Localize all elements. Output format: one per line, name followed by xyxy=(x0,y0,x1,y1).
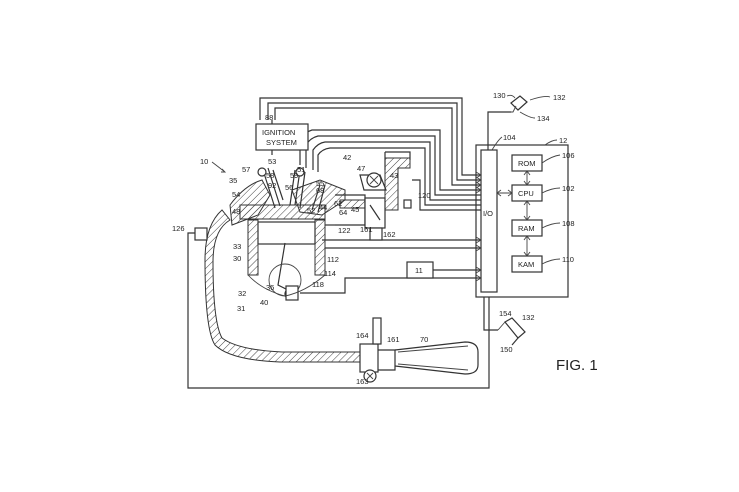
svg-text:118: 118 xyxy=(312,280,324,289)
cylinder xyxy=(247,219,326,301)
exhaust-system xyxy=(194,209,479,383)
svg-text:68: 68 xyxy=(316,186,324,195)
svg-text:122: 122 xyxy=(338,226,351,235)
svg-text:55: 55 xyxy=(316,179,324,188)
sensor-box-11 xyxy=(406,261,434,279)
svg-text:70: 70 xyxy=(420,335,428,344)
reference-numerals: 10 57 53 51 35 58 59 55 42 47 43 54 92 5… xyxy=(172,153,535,386)
svg-text:31: 31 xyxy=(237,304,245,313)
ref-88: 88 xyxy=(265,113,273,122)
svg-text:54: 54 xyxy=(232,190,240,199)
ref-102: 102 xyxy=(562,184,575,193)
svg-text:51: 51 xyxy=(297,165,305,174)
svg-text:45: 45 xyxy=(351,205,359,214)
ref-106: 106 xyxy=(562,151,575,160)
svg-text:43: 43 xyxy=(390,171,398,180)
svg-text:161: 161 xyxy=(360,225,373,234)
svg-text:35: 35 xyxy=(229,176,237,185)
svg-text:57: 57 xyxy=(242,165,250,174)
ignition-system: IGNITION SYSTEM 88 xyxy=(255,113,309,151)
signal-wires xyxy=(187,97,498,389)
piston-36 xyxy=(257,221,316,245)
svg-text:92: 92 xyxy=(268,181,276,190)
ram-label: RAM xyxy=(518,224,535,233)
rom-label: ROM xyxy=(518,159,536,168)
svg-text:163: 163 xyxy=(356,377,369,386)
svg-text:30: 30 xyxy=(233,254,241,263)
svg-text:154: 154 xyxy=(499,309,512,318)
svg-text:161: 161 xyxy=(387,335,400,344)
svg-text:48: 48 xyxy=(232,207,240,216)
kam-label: KAM xyxy=(518,260,534,269)
io-label: I/O xyxy=(483,209,493,218)
svg-text:44: 44 xyxy=(319,203,327,212)
controller-12: I/O ROM CPU RAM KAM 106 102 108 110 12 1… xyxy=(475,133,575,298)
svg-text:132: 132 xyxy=(553,93,566,102)
svg-text:10: 10 xyxy=(200,157,208,166)
svg-text:42: 42 xyxy=(343,153,351,162)
svg-text:52: 52 xyxy=(307,206,315,215)
svg-text:36: 36 xyxy=(266,283,274,292)
pedal-130: 132 130 134 xyxy=(487,91,566,150)
svg-text:162: 162 xyxy=(383,230,396,239)
sensor-box-label: 11 xyxy=(415,266,423,275)
svg-text:150: 150 xyxy=(500,345,513,354)
ignition-line2: SYSTEM xyxy=(266,138,297,147)
svg-text:56: 56 xyxy=(285,183,293,192)
svg-text:59: 59 xyxy=(290,171,298,180)
svg-text:134: 134 xyxy=(537,114,550,123)
svg-text:53: 53 xyxy=(268,157,276,166)
svg-text:112: 112 xyxy=(327,255,339,264)
svg-text:62: 62 xyxy=(334,199,342,208)
intake-system xyxy=(325,157,412,241)
svg-text:47: 47 xyxy=(357,164,365,173)
svg-text:130: 130 xyxy=(493,91,506,100)
ref-108: 108 xyxy=(562,219,575,228)
svg-text:58: 58 xyxy=(266,171,274,180)
svg-text:164: 164 xyxy=(356,331,369,340)
svg-text:120: 120 xyxy=(418,191,431,200)
cpu-label: CPU xyxy=(518,189,534,198)
svg-text:64: 64 xyxy=(339,208,347,217)
ref-104: 104 xyxy=(503,133,516,142)
engine-head xyxy=(229,167,346,226)
io-block xyxy=(480,149,498,293)
svg-text:114: 114 xyxy=(324,269,336,278)
pedal-154 xyxy=(497,317,526,346)
ref-12: 12 xyxy=(559,136,567,145)
ref-110: 110 xyxy=(562,255,574,264)
svg-text:33: 33 xyxy=(233,242,241,251)
svg-text:132: 132 xyxy=(522,313,535,322)
figure-caption: FIG. 1 xyxy=(556,357,598,374)
ignition-line1: IGNITION xyxy=(262,128,295,137)
svg-text:40: 40 xyxy=(260,298,268,307)
svg-text:126: 126 xyxy=(172,224,185,233)
svg-text:32: 32 xyxy=(238,289,246,298)
